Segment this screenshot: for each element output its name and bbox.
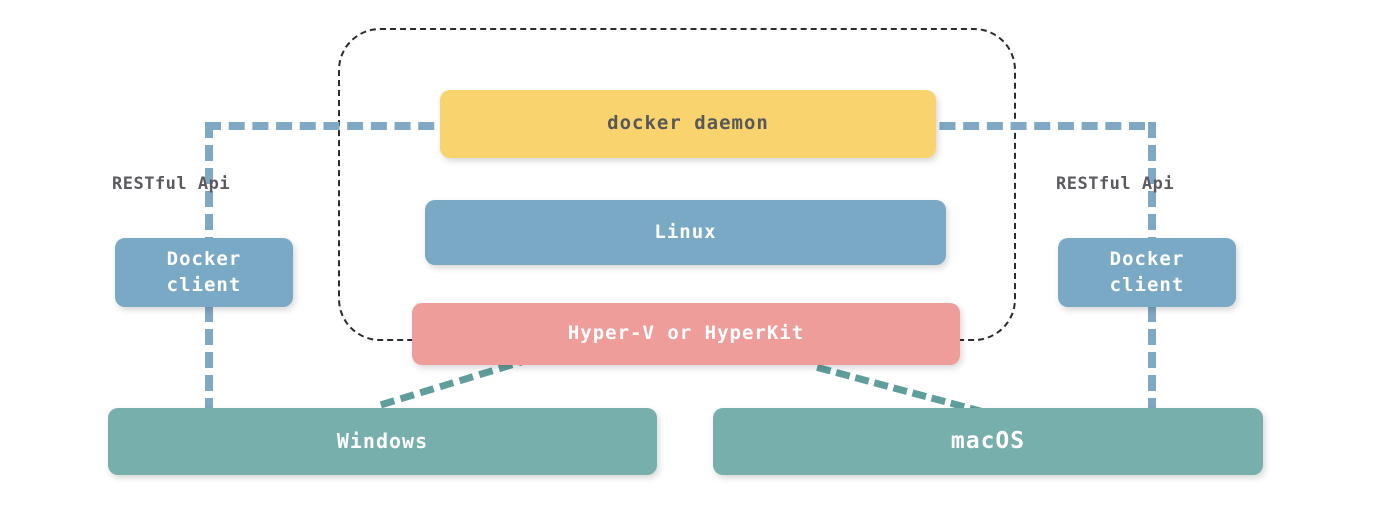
linux-box: Linux <box>425 200 946 265</box>
macos-platform-box: macOS <box>713 408 1263 475</box>
docker-client-left-box: Docker client <box>115 238 293 307</box>
windows-platform-box: Windows <box>108 408 657 475</box>
virtual-machine-boundary <box>338 28 1016 341</box>
restful-api-right-label: RESTful Api <box>1056 174 1175 194</box>
docker-client-right-box: Docker client <box>1058 238 1236 307</box>
docker-daemon-box: docker daemon <box>440 90 936 158</box>
hypervisor-box: Hyper-V or HyperKit <box>412 303 960 365</box>
restful-api-left-label: RESTful Api <box>112 174 231 194</box>
